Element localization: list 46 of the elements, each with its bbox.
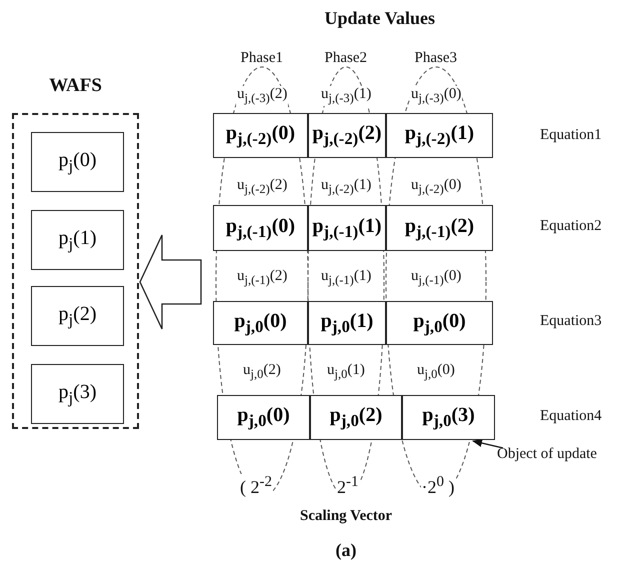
value-box: p$_{j,(-2)}$(0) bbox=[213, 113, 308, 158]
update-value: u$_{j,(-3)}$(2) bbox=[236, 86, 288, 106]
column-header: Phase2 bbox=[324, 50, 367, 67]
value-box: p$_{j,0}$(0) bbox=[217, 395, 310, 440]
value-box: p$_{j,(-2)}$(2) bbox=[308, 113, 386, 158]
row-label: Equation4 bbox=[540, 408, 602, 425]
block-arrow bbox=[139, 234, 202, 330]
value-box: p$_{j}$(0) bbox=[31, 132, 124, 192]
vector-value: ·2$^{0}$ ) bbox=[420, 474, 456, 498]
update-value: u$_{j,(-3)}$(1) bbox=[320, 86, 372, 106]
value-box: p$_{j}$(1) bbox=[31, 210, 124, 270]
update-value: u$_{j,0}$(0) bbox=[416, 362, 456, 382]
figure-caption: (a) bbox=[336, 540, 356, 561]
axis-title: Scaling Vector bbox=[300, 508, 392, 525]
leader-line bbox=[472, 439, 504, 449]
value-box: p$_{j,0}$(2) bbox=[310, 395, 402, 440]
column-header: Phase3 bbox=[414, 50, 457, 67]
update-value: u$_{j,(-2)}$(2) bbox=[236, 177, 288, 197]
value-box: p$_{j}$(3) bbox=[31, 364, 124, 424]
value-box: p$_{j,(-2)}$(1) bbox=[386, 113, 493, 158]
vector-value: ( 2$^{-2}$ bbox=[239, 474, 273, 498]
update-value: u$_{j,(-2)}$(0) bbox=[410, 177, 462, 197]
group-frame bbox=[12, 113, 139, 429]
value-box: p$_{j}$(2) bbox=[31, 286, 124, 346]
callout-text: Object of update bbox=[497, 446, 597, 463]
update-value: u$_{j,(-1)}$(2) bbox=[236, 268, 288, 288]
update-value: u$_{j,0}$(2) bbox=[242, 362, 282, 382]
value-box: p$_{j,(-1)}$(1) bbox=[308, 205, 386, 251]
column-header: Phase1 bbox=[240, 50, 283, 67]
vector-value: 2$^{-1}$ bbox=[336, 474, 360, 498]
update-value: u$_{j,(-2)}$(1) bbox=[320, 177, 372, 197]
value-box: p$_{j,0}$(3) bbox=[402, 395, 495, 440]
update-value: u$_{j,0}$(1) bbox=[326, 362, 366, 382]
row-label: Equation3 bbox=[540, 313, 602, 330]
group-title: WAFS bbox=[48, 75, 103, 97]
value-box: p$_{j,0}$(0) bbox=[386, 301, 493, 345]
value-box: p$_{j,(-1)}$(2) bbox=[386, 205, 493, 251]
section-title: Update Values bbox=[324, 8, 436, 29]
row-label: Equation2 bbox=[540, 218, 602, 235]
value-box: p$_{j,0}$(1) bbox=[308, 301, 386, 345]
update-value: u$_{j,(-1)}$(1) bbox=[320, 268, 372, 288]
row-label: Equation1 bbox=[540, 127, 602, 144]
value-box: p$_{j,(-1)}$(0) bbox=[213, 205, 308, 251]
update-value: u$_{j,(-3)}$(0) bbox=[410, 86, 462, 106]
value-box: p$_{j,0}$(0) bbox=[213, 301, 308, 345]
update-value: u$_{j,(-1)}$(0) bbox=[410, 268, 462, 288]
